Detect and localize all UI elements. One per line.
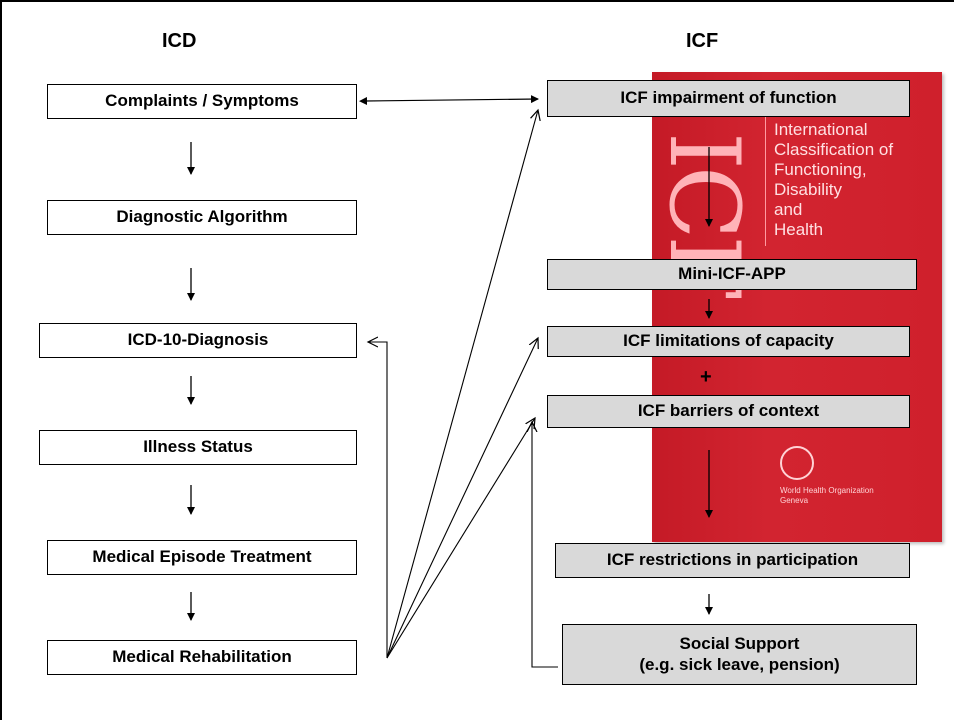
arrow-rehab-icd10 xyxy=(368,342,388,658)
social-support-line2: (e.g. sick leave, pension) xyxy=(639,654,840,674)
book-title: International Classification of Function… xyxy=(774,120,939,240)
plus-sign: + xyxy=(700,366,712,388)
arrow-social-barriers xyxy=(532,422,558,668)
icf-heading: ICF xyxy=(686,30,719,52)
arrow-rehab-impairment xyxy=(386,110,538,659)
publisher-line: World Health Organization xyxy=(780,486,874,495)
icd-box-medical-rehabilitation: Medical Rehabilitation xyxy=(47,640,357,675)
icd-box-complaints: Complaints / Symptoms xyxy=(47,84,357,119)
book-title-line: Disability xyxy=(774,180,843,200)
book-divider xyxy=(765,116,766,246)
icf-box-social-support: Social Support (e.g. sick leave, pension… xyxy=(562,624,917,685)
icd-heading: ICD xyxy=(162,30,197,52)
icf-box-barriers: ICF barriers of context xyxy=(547,395,910,428)
arrow-rehab-barriers xyxy=(386,418,535,659)
book-title-line: Classification of xyxy=(774,140,894,160)
book-title-line: Health xyxy=(774,220,824,240)
icf-box-capacity: ICF limitations of capacity xyxy=(547,326,910,357)
arrow-complaints-impairment xyxy=(359,95,539,105)
book-title-line: and xyxy=(774,200,803,220)
icd-box-icd10-diagnosis: ICD-10-Diagnosis xyxy=(39,323,357,358)
icf-book-cover: ICF International Classification of Func… xyxy=(648,72,942,542)
icf-box-impairment: ICF impairment of function xyxy=(547,80,910,117)
book-title-line: International xyxy=(774,120,868,139)
who-publisher: World Health Organization Geneva xyxy=(780,486,930,506)
social-support-line1: Social Support xyxy=(679,634,800,654)
who-emblem-icon xyxy=(780,446,814,480)
publisher-line: Geneva xyxy=(780,496,809,505)
icd-box-medical-episode-treatment: Medical Episode Treatment xyxy=(47,540,357,575)
icd-box-illness-status: Illness Status xyxy=(39,430,357,465)
icd-box-diagnostic-algorithm: Diagnostic Algorithm xyxy=(47,200,357,235)
arrow-rehab-capacity xyxy=(386,338,538,659)
icf-box-mini-icf-app: Mini-ICF-APP xyxy=(547,259,917,290)
icf-box-participation: ICF restrictions in participation xyxy=(555,543,910,578)
book-title-line: Functioning, xyxy=(774,160,867,180)
